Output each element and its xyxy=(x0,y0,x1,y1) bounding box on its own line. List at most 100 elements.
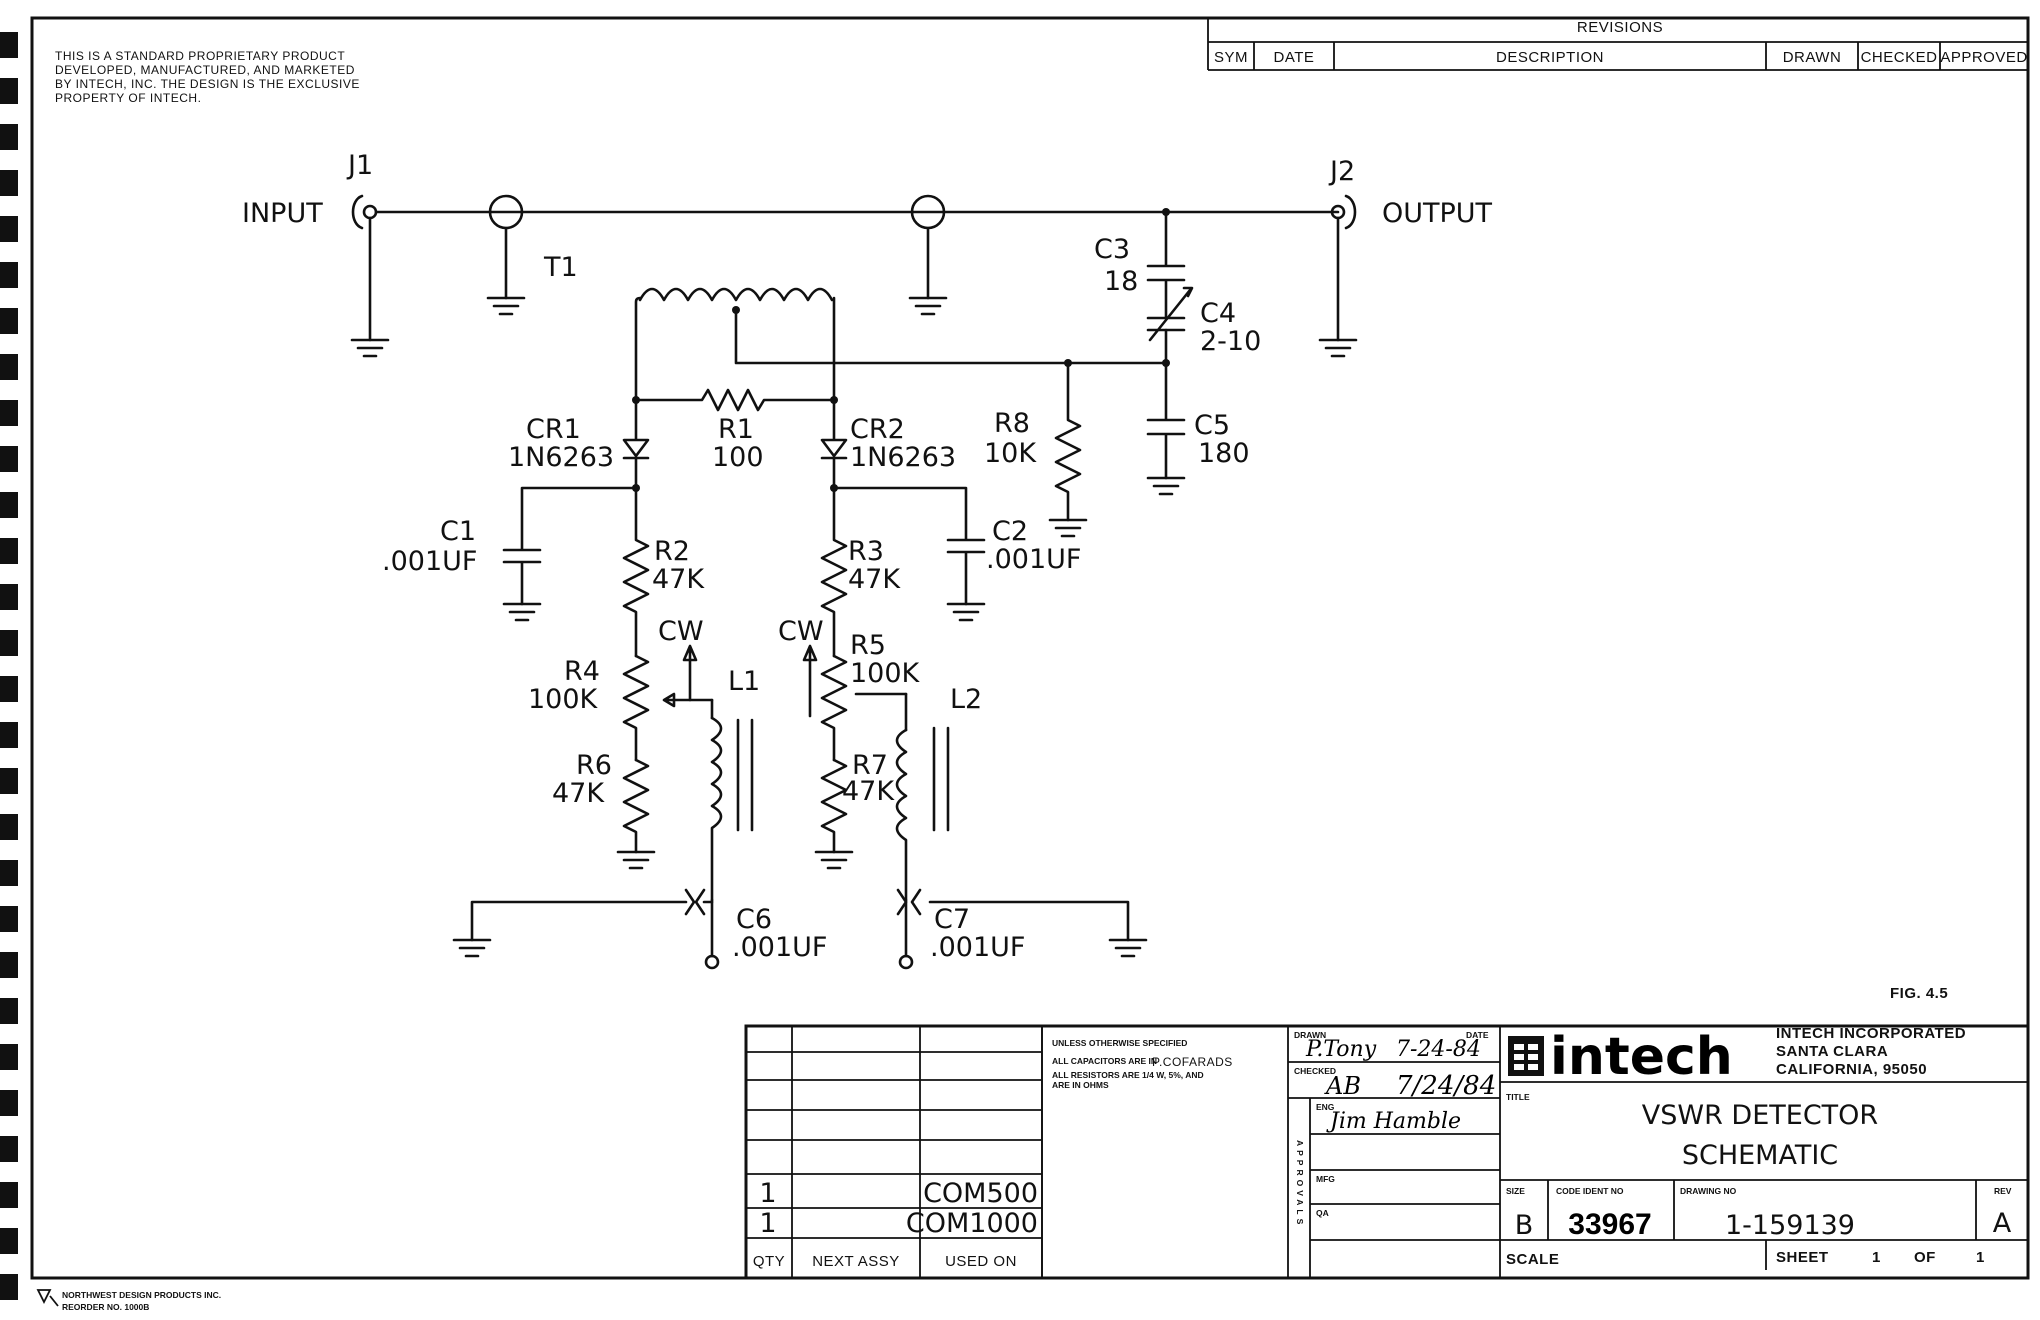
label-r7-value: 47K xyxy=(842,776,895,807)
eng-label: ENG xyxy=(1316,1102,1335,1112)
binding-punch xyxy=(0,584,18,610)
note-unless: UNLESS OTHERWISE SPECIFIED xyxy=(1052,1038,1187,1048)
label-c1-value: .001UF xyxy=(382,546,477,577)
j1-connector-pin xyxy=(362,204,378,220)
r4-potentiometer xyxy=(622,654,650,762)
ground-symbol-t1-right xyxy=(908,296,948,316)
label-cr1-value: 1N6263 xyxy=(508,442,614,473)
label-c6-value: .001UF xyxy=(732,932,827,963)
label-r6: R6 xyxy=(576,750,612,781)
label-r1: R1 xyxy=(718,414,754,445)
binding-punch xyxy=(0,952,18,978)
scale-label: SCALE xyxy=(1506,1251,1559,1268)
label-cr2-value: 1N6263 xyxy=(850,442,956,473)
label-r1-value: 100 xyxy=(712,442,764,473)
revisions-table: REVISIONS SYM DATE DESCRIPTION DRAWN CHE… xyxy=(1207,18,2028,71)
rev-label: REV xyxy=(1994,1186,2012,1196)
notice-line-2: DEVELOPED, MANUFACTURED, AND MARKETED xyxy=(55,63,355,77)
bom-used-on-1: COM500 xyxy=(923,1178,1038,1209)
label-r5: R5 xyxy=(850,630,886,661)
ground-symbol-r6 xyxy=(616,850,656,870)
r1-resistor xyxy=(634,388,836,412)
binding-punch xyxy=(0,1044,18,1070)
notice-line-3: BY INTECH, INC. THE DESIGN IS THE EXCLUS… xyxy=(55,77,360,91)
ground-symbol-c1 xyxy=(502,602,542,622)
circuit: J1 INPUT J2 OUTPUT T1 C3 18 C4 2-10 C5 1… xyxy=(242,150,1493,970)
label-c6: C6 xyxy=(736,904,772,935)
label-r8-value: 10K xyxy=(984,438,1037,469)
note-capacitor-unit: P.COFARADS xyxy=(1152,1055,1233,1069)
binding-punch xyxy=(0,814,18,840)
mfg-label: MFG xyxy=(1316,1174,1335,1184)
drawn-signature: P.Tony xyxy=(1305,1037,1377,1062)
label-r8: R8 xyxy=(994,408,1030,439)
label-r4-value: 100K xyxy=(528,684,599,715)
r8-resistor xyxy=(1054,361,1082,522)
checked-label: CHECKED xyxy=(1294,1066,1336,1076)
binding-punch xyxy=(0,860,18,886)
binding-marks xyxy=(0,32,18,1300)
label-c4-value: 2-10 xyxy=(1200,326,1261,357)
binding-punch xyxy=(0,124,18,150)
rev-col-date: DATE xyxy=(1274,49,1315,66)
j1-connector-shell xyxy=(351,194,364,230)
eng-signature: Jim Hamble xyxy=(1326,1109,1461,1134)
l2-inductor xyxy=(895,728,908,902)
rev-col-description: DESCRIPTION xyxy=(1496,49,1604,66)
maker-name: NORTHWEST DESIGN PRODUCTS INC. xyxy=(62,1290,221,1300)
ground-symbol-c5 xyxy=(1146,476,1186,496)
binding-punch xyxy=(0,722,18,748)
binding-punch xyxy=(0,170,18,196)
bom-qty-1: 1 xyxy=(759,1178,776,1209)
code-ident-label: CODE IDENT NO xyxy=(1556,1186,1624,1196)
label-r3-value: 47K xyxy=(848,564,901,595)
label-l1: L1 xyxy=(728,666,760,697)
r7-resistor xyxy=(820,758,848,854)
intech-logo-icon xyxy=(1508,1036,1544,1076)
revisions-title: REVISIONS xyxy=(1577,19,1663,36)
label-cr2: CR2 xyxy=(850,414,905,445)
label-cr1: CR1 xyxy=(526,414,581,445)
bom-used-on-2: COM1000 xyxy=(906,1208,1038,1239)
cr2-diode xyxy=(820,398,848,490)
ground-symbol-c6 xyxy=(452,938,492,958)
note-resistors: ALL RESISTORS ARE 1/4 W, 5%, AND xyxy=(1052,1070,1204,1080)
rev-col-drawn: DRAWN xyxy=(1783,49,1842,66)
sheet-border xyxy=(30,16,2030,1280)
label-r2-value: 47K xyxy=(652,564,705,595)
binding-punch xyxy=(0,262,18,288)
c1-capacitor xyxy=(502,486,638,606)
c4-trimmer-capacitor xyxy=(1146,288,1192,342)
label-c2: C2 xyxy=(992,516,1028,547)
output-terminal-left xyxy=(704,954,720,970)
drawing-no-value: 1-159139 xyxy=(1725,1210,1855,1241)
code-ident-value: 33967 xyxy=(1568,1208,1651,1241)
r5-potentiometer xyxy=(820,654,848,762)
reorder-number: REORDER NO. 1000B xyxy=(62,1302,149,1312)
c5-capacitor xyxy=(1146,328,1186,480)
label-r7: R7 xyxy=(852,750,888,781)
binding-punch xyxy=(0,308,18,334)
r4-wiper xyxy=(662,692,714,708)
label-c5-value: 180 xyxy=(1198,438,1250,469)
label-t1: T1 xyxy=(543,252,578,283)
ground-symbol-c2 xyxy=(946,602,986,622)
cw-arrow-right xyxy=(802,644,818,718)
label-r5-value: 100K xyxy=(850,658,921,689)
ground-symbol-c7 xyxy=(1108,938,1148,958)
company-city: SANTA CLARA xyxy=(1776,1043,1888,1060)
output-terminal-right xyxy=(898,954,914,970)
binding-punch xyxy=(0,1274,18,1300)
binding-punch xyxy=(0,78,18,104)
qa-label: QA xyxy=(1316,1208,1329,1218)
binding-punch xyxy=(0,492,18,518)
loop-center-tap xyxy=(734,308,1168,365)
ground-symbol-j1 xyxy=(350,338,390,358)
bom-qty-2: 1 xyxy=(759,1208,776,1239)
drawing-title-line-2: SCHEMATIC xyxy=(1682,1140,1838,1171)
rev-col-approved: APPROVED xyxy=(1940,49,2027,66)
rev-col-sym: SYM xyxy=(1214,49,1248,66)
l1-inductor xyxy=(710,716,723,902)
label-cw-right: CW xyxy=(778,616,824,647)
drawn-date: 7-24-84 xyxy=(1396,1037,1481,1062)
